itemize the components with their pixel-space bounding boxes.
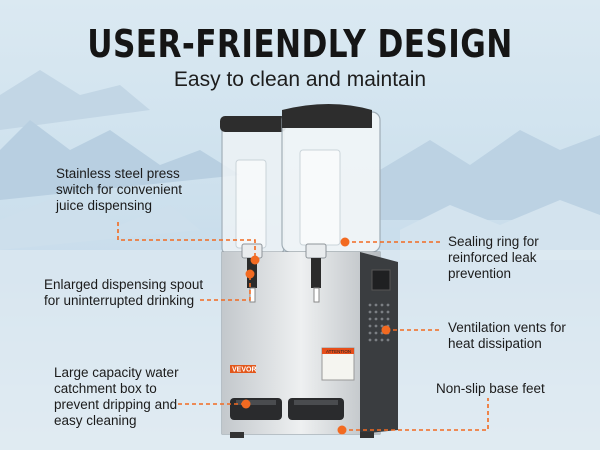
ventilation-panel <box>360 252 398 434</box>
callout-press-switch: Stainless steel press switch for conveni… <box>56 166 183 213</box>
callout-catchment-box: Large capacity water catchment box to pr… <box>54 365 179 428</box>
page-subtitle: Easy to clean and maintain <box>173 68 427 91</box>
callout-sealing-ring: Sealing ring for reinforced leak prevent… <box>448 234 539 281</box>
page-title: USER-FRIENDLY DESIGN <box>87 22 513 66</box>
juice-tank-right <box>281 104 381 253</box>
callout-base-feet: Non-slip base feet <box>436 381 545 396</box>
base-foot-right <box>360 432 374 438</box>
tap-right <box>305 243 327 303</box>
base-foot-left <box>230 432 244 438</box>
callout-dispensing-spout: Enlarged dispensing spout for uninterrup… <box>44 277 204 308</box>
brand-label: VEVOR <box>232 367 257 374</box>
warning-label: ATTENTION <box>326 349 351 354</box>
callout-ventilation: Ventilation vents for heat dissipation <box>448 320 566 351</box>
juice-tank-left <box>220 116 286 255</box>
